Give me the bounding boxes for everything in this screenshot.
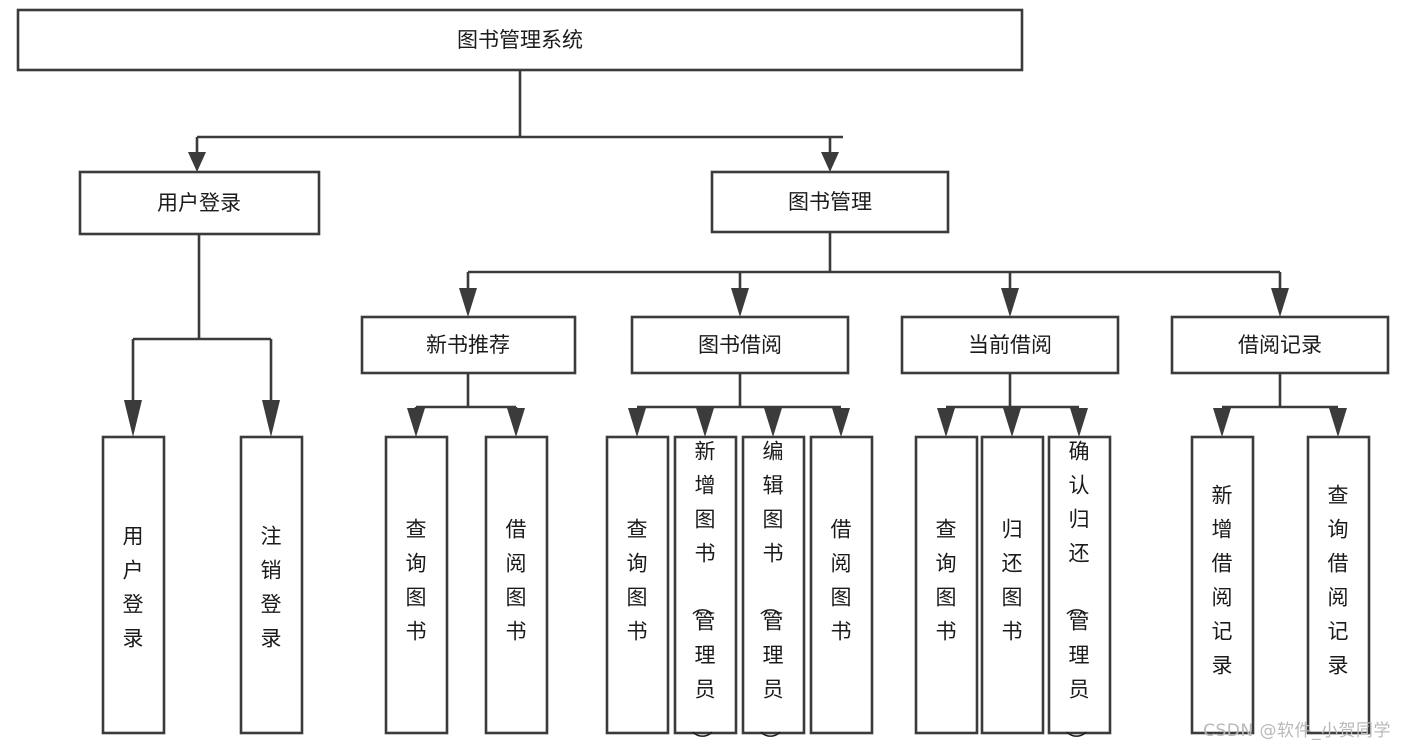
leaf-book-borrow-3[interactable]: 编辑图书（管理员）: [741, 435, 806, 747]
leaf-current-borrow-2-box[interactable]: [980, 435, 1045, 735]
arrow-user-login-leaf-2: [262, 400, 280, 437]
arrow-current-borrow-leaf-1: [937, 408, 955, 437]
arrow-to-current-borrow: [1001, 288, 1019, 317]
leaf-book-borrow-4[interactable]: 借阅图书: [809, 435, 874, 735]
arrow-borrow-record-leaf-1: [1213, 408, 1231, 437]
arrow-borrow-record-leaf-2: [1329, 408, 1347, 437]
csdn-watermark: CSDN @软件_小贺同学: [1203, 721, 1391, 741]
node-book-manage[interactable]: 图书管理: [710, 170, 950, 234]
leaf-book-borrow-3-box[interactable]: [741, 435, 806, 735]
leaf-book-borrow-4-label: 借阅图书: [831, 518, 852, 644]
leaf-book-borrow-4-box[interactable]: [809, 435, 874, 735]
arrow-to-book-borrow: [731, 288, 749, 317]
leaf-book-borrow-1-box[interactable]: [605, 435, 670, 735]
node-current-borrow-box[interactable]: [900, 315, 1120, 375]
arrow-book-borrow-leaf-4: [832, 408, 850, 437]
node-new-book-recommend-box[interactable]: [360, 315, 577, 375]
leaf-user-login-2-box[interactable]: [239, 435, 304, 735]
node-root-label: 图书管理系统: [457, 28, 583, 52]
node-user-login[interactable]: 用户登录: [78, 170, 321, 236]
arrow-book-borrow-leaf-3: [764, 408, 782, 437]
arrow-new-book-leaf-2: [507, 408, 525, 437]
arrow-user-login-leaf-1: [124, 400, 142, 437]
leaf-book-borrow-1-label: 查询图书: [627, 518, 648, 644]
leaf-current-borrow-3-label: 确认归还（管理员）: [1064, 440, 1090, 747]
node-book-borrow[interactable]: 图书借阅: [630, 315, 850, 375]
arrow-root-to-book-manage: [821, 152, 839, 172]
leaf-borrow-record-2-box[interactable]: [1306, 435, 1371, 735]
node-borrow-record-box[interactable]: [1170, 315, 1390, 375]
leaf-borrow-record-2-label: 查询借阅记录: [1328, 484, 1349, 678]
leaf-user-login-1-box[interactable]: [101, 435, 166, 735]
arrow-to-new-book-recommend: [459, 288, 477, 317]
leaf-borrow-record-1-label: 新增借阅记录: [1212, 484, 1233, 678]
arrow-new-book-leaf-1: [407, 408, 425, 437]
leaf-user-login-1-label: 用户登录: [123, 525, 144, 651]
node-user-login-box[interactable]: [78, 170, 321, 236]
node-book-manage-label: 图书管理: [788, 190, 872, 214]
leaf-user-login-2-label: 注销登录: [261, 525, 282, 651]
leaf-new-book-2[interactable]: 借阅图书: [484, 435, 549, 735]
leaf-new-book-1-label: 查询图书: [406, 518, 427, 644]
node-current-borrow[interactable]: 当前借阅: [900, 315, 1120, 375]
leaf-book-borrow-2-label: 新增图书（管理员）: [690, 440, 716, 747]
leaf-book-borrow-1[interactable]: 查询图书: [605, 435, 670, 735]
leaf-borrow-record-1-box[interactable]: [1190, 435, 1255, 735]
node-root-box[interactable]: [16, 8, 1024, 72]
leaf-current-borrow-2-label: 归还图书: [1002, 518, 1023, 644]
leaf-new-book-2-box[interactable]: [484, 435, 549, 735]
node-borrow-record-label: 借阅记录: [1238, 333, 1322, 357]
leaf-current-borrow-3[interactable]: 确认归还（管理员）: [1047, 435, 1112, 747]
leaf-current-borrow-1-box[interactable]: [914, 435, 979, 735]
leaf-current-borrow-3-box[interactable]: [1047, 435, 1112, 735]
leaf-current-borrow-2[interactable]: 归还图书: [980, 435, 1045, 735]
node-new-book-recommend[interactable]: 新书推荐: [360, 315, 577, 375]
node-new-book-recommend-label: 新书推荐: [426, 333, 510, 357]
node-current-borrow-label: 当前借阅: [968, 333, 1052, 357]
arrow-book-borrow-leaf-2: [696, 408, 714, 437]
leaf-book-borrow-2-box[interactable]: [673, 435, 738, 735]
arrow-to-borrow-record: [1271, 288, 1289, 317]
node-root[interactable]: 图书管理系统: [16, 8, 1024, 72]
node-book-borrow-box[interactable]: [630, 315, 850, 375]
arrow-book-borrow-leaf-1: [628, 408, 646, 437]
node-user-login-label: 用户登录: [157, 191, 241, 215]
leaf-user-login-2[interactable]: 注销登录: [239, 435, 304, 735]
node-book-borrow-label: 图书借阅: [698, 333, 782, 357]
leaf-book-borrow-2[interactable]: 新增图书（管理员）: [673, 435, 738, 747]
node-borrow-record[interactable]: 借阅记录: [1170, 315, 1390, 375]
leaf-borrow-record-1[interactable]: 新增借阅记录: [1190, 435, 1255, 735]
arrow-current-borrow-leaf-3: [1070, 408, 1088, 437]
node-book-manage-box[interactable]: [710, 170, 950, 234]
leaf-new-book-1-box[interactable]: [384, 435, 449, 735]
leaf-new-book-1[interactable]: 查询图书: [384, 435, 449, 735]
leaf-book-borrow-3-label: 编辑图书（管理员）: [758, 440, 784, 747]
leaf-user-login-1[interactable]: 用户登录: [101, 435, 166, 735]
leaf-new-book-2-label: 借阅图书: [506, 518, 527, 644]
arrow-root-to-user-login: [188, 152, 206, 172]
connector-layer: [124, 70, 1347, 437]
leaf-current-borrow-1[interactable]: 查询图书: [914, 435, 979, 735]
leaf-current-borrow-1-label: 查询图书: [936, 518, 957, 644]
leaf-borrow-record-2[interactable]: 查询借阅记录: [1306, 435, 1371, 735]
arrow-current-borrow-leaf-2: [1003, 408, 1021, 437]
